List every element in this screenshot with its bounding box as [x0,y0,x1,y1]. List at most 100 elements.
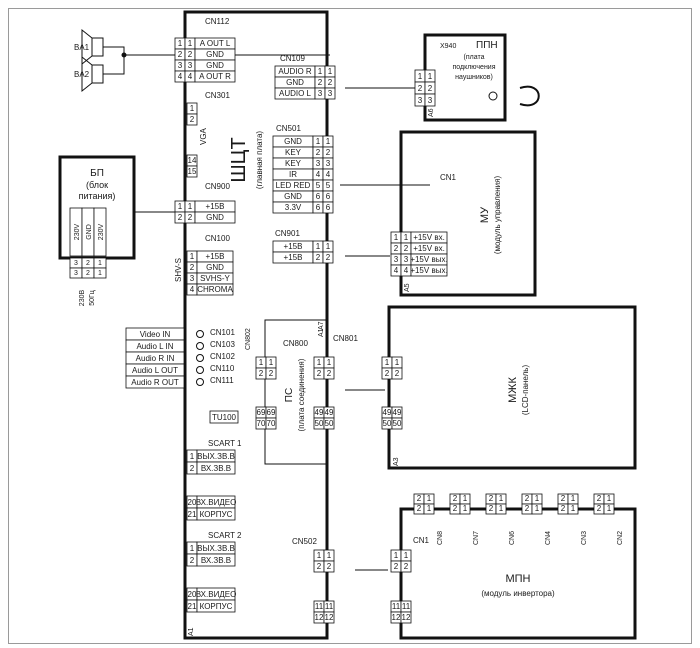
scart1-pin: ВЫХ.ЗВ.В [197,452,235,461]
connector-pin: 50 [393,419,402,428]
connector-pin: 2 [385,369,390,378]
lcd-panel-outline [387,305,637,470]
connector-pin: 2 [317,369,322,378]
lamp-connector-label: CN8 [437,531,444,545]
cn501-pin: 1 [316,137,321,146]
scart1-pin-cell [196,461,236,475]
x940-pin-cell [424,93,436,107]
connector-pin: 2 [269,369,274,378]
scart2-pin: 2 [190,556,195,565]
psu-subtitle: (блок [86,180,108,190]
connector-pin-cell [265,417,277,430]
tuner-label-cell [209,410,239,424]
cn501-pin: 2 [326,148,331,157]
jack-label: Audio L IN [136,342,173,351]
psu-pin-label: 230V [74,224,81,241]
lamp-connector-pin: 2 [417,494,422,503]
cn901-pin-cell [322,251,334,264]
lamp-connector-label: CN3 [581,531,588,545]
scart1-pin: ВХ.ВИДЕО [196,498,237,507]
jack-connector-label: CN110 [210,364,235,373]
control-module-pin: 4 [394,266,399,275]
cn501-pin: 3 [326,159,331,168]
jack-connector-label: CN103 [210,340,235,349]
connector-pin: 70 [257,419,266,428]
scart1-pin: 2 [190,464,195,473]
cn109-pin: 1 [318,67,323,76]
cn501-pin: 6 [316,203,321,212]
cn109-pin: 2 [318,78,323,87]
jack-label: Audio R IN [136,354,175,363]
cn301-pin: 14 [188,156,197,165]
cn501-pin: KEY [285,148,302,157]
jack-label: Video IN [140,330,171,339]
cn900-pin-cell [194,211,236,224]
scart1-pin-cell [196,507,236,521]
cn109-label: CN109 [280,54,305,63]
scart2-pin: ВХ.ВИДЕО [196,590,237,599]
inverter-pin-cell [400,560,412,573]
scart2-pin: 20 [188,590,197,599]
cn501-pin: 5 [326,181,331,190]
lamp-connector-pin-cell [531,503,543,515]
lamp-connector-pin: 1 [571,494,576,503]
cn900-pin: +15B [206,202,225,211]
cn502-pin: 2 [327,562,332,571]
scart2-pin: 21 [188,602,197,611]
cn501-pin: KEY [285,159,302,168]
cn100-pin: SVHS-Y [200,274,230,283]
lamp-connector-pin: 2 [561,494,566,503]
inverter-cn1-label: CN1 [413,536,430,545]
scart1-pin: КОРПУС [200,510,233,519]
cn109-pin: 3 [328,89,333,98]
lamp-connector-pin: 1 [427,494,432,503]
cn100-pin: +15B [206,252,225,261]
control-module-pin: +15V вых. [410,255,447,264]
control-module-pin: 2 [394,244,399,253]
x940-pin: 1 [428,72,433,81]
lamp-connector-pin-cell [459,503,471,515]
lamp-connector-pin: 2 [417,504,422,513]
lamp-connector-pin: 1 [535,504,540,513]
psu-pin: 1 [98,260,102,267]
control-module-pin: +15V вых. [410,266,447,275]
jack-icon [196,366,204,374]
jack-icon [196,330,204,338]
cn301-pin: 2 [190,115,195,124]
lamp-connector-pin-cell [495,503,507,515]
cn901-pin: +15B [284,242,303,251]
lamp-connector-pin-cell [603,503,615,515]
jack-icon [196,354,204,362]
connector-pin: 1 [327,358,332,367]
control-module-ref: A5 [404,283,411,292]
connector-pin: 50 [325,419,334,428]
cn502-pin: 12 [325,613,334,622]
main-board-title: ШЦТ [228,137,250,182]
connector-pin: 70 [267,419,276,428]
jack-label: Audio L OUT [132,366,178,375]
lamp-connector-label: CN2 [617,531,624,545]
connector-pin: 49 [383,408,392,417]
psu-pin-label: GND [86,224,93,240]
control-module-pin: +15V вх. [413,233,445,242]
cn501-pin: 2 [316,148,321,157]
lamp-connector-pin: 1 [499,494,504,503]
connection-board-subtitle: (плата соединения) [297,358,306,431]
cn301-pin: 15 [188,167,197,176]
connector-pin: 49 [393,408,402,417]
control-module-subtitle: (модуль управления) [493,176,502,255]
cn100-pin: 3 [190,274,195,283]
psu-pin-label-cell [93,207,107,257]
cn501-label: CN501 [276,124,301,133]
cn109-pin: 2 [328,78,333,87]
connection-board-ref: A7 [318,321,325,330]
cn502-pin-cell [323,560,335,573]
connector-pin: 1 [259,358,264,367]
cn502-pin: 11 [325,602,334,611]
cn502-pin: 1 [327,551,332,560]
lamp-connector-pin-cell [423,503,435,515]
scart2-pin: ВЫХ.ЗВ.В [197,544,235,553]
cn501-pin: 5 [316,181,321,190]
lamp-connector-pin: 1 [607,494,612,503]
speaker-ba2-label: BA2 [74,70,90,79]
